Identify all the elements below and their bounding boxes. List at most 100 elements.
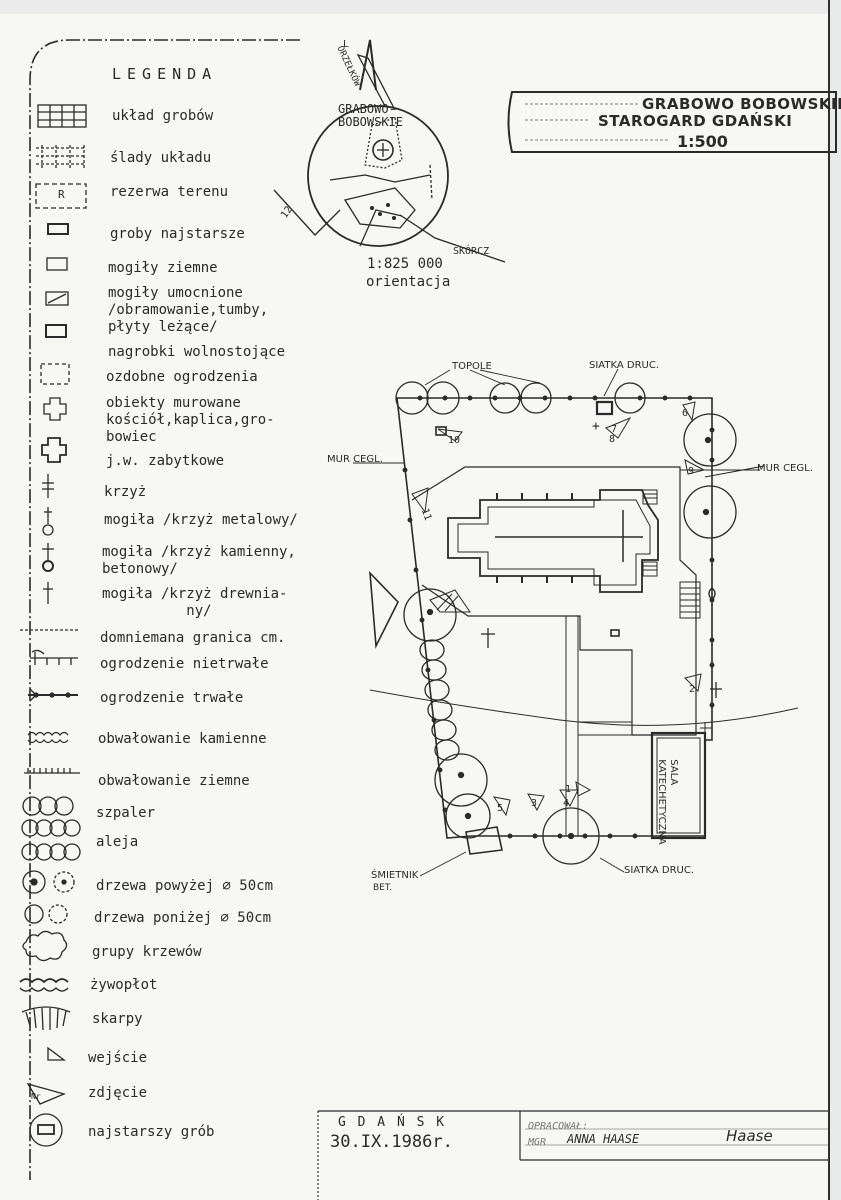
cross-right-wall — [710, 682, 722, 698]
metal-cross-icon — [42, 507, 54, 536]
label-leaders — [353, 368, 625, 877]
legend-label-alley: aleja — [96, 834, 139, 850]
trees-above-icon — [22, 870, 75, 894]
legend-label-cross: krzyż — [104, 484, 147, 500]
inset-road-north-letter: L — [343, 39, 350, 50]
land-reserve-icon — [35, 183, 87, 209]
legend-label-earth-graves: mogiły ziemne — [108, 260, 218, 276]
stone-cross-icon — [42, 543, 54, 572]
label-wire-fence-bottom: SIATKA DRUC. — [624, 865, 694, 876]
label-trash-material: BET. — [373, 883, 393, 893]
inset-caption: orientacja — [366, 274, 451, 290]
footer-author-prefix: MGR — [528, 1137, 547, 1148]
label-brick-wall-right: MUR CEGL. — [757, 463, 813, 474]
grave-10 — [435, 426, 447, 436]
legend-label-photo: zdjęcie — [88, 1085, 148, 1101]
inset-scale: 1:825 000 — [367, 256, 443, 272]
fence-posts — [402, 395, 715, 839]
scan-top-edge — [0, 0, 841, 14]
slope-hatch — [429, 589, 471, 613]
presumed-boundary-line — [369, 689, 799, 726]
legend-label-entrance: wejście — [88, 1050, 148, 1066]
footer-prepared-label: OPRACOWAŁ: — [528, 1121, 589, 1132]
brick-wall — [411, 466, 697, 736]
entrance-marker — [369, 570, 399, 649]
tree-row-icon — [22, 796, 74, 816]
church-buttresses — [496, 493, 573, 583]
photo-symbol-label: Nr — [31, 1092, 41, 1101]
legend-label-stone-embankment: obwałowanie kamienne — [98, 731, 267, 747]
legend-label-trees-below: drzewa poniżej ⌀ 50cm — [94, 910, 272, 926]
title-stamp — [507, 91, 837, 153]
legend-label-presumed-boundary: domniemana granica cm. — [100, 630, 286, 646]
legend-label-freestanding-tombstones: nagrobki wolnostojące — [108, 344, 286, 360]
legend-title: LEGENDA — [112, 65, 218, 83]
side-stairs — [679, 581, 701, 619]
cemetery-boundary — [396, 397, 713, 839]
legend-label-reinforced-graves: mogiły umocnione /obramowanie,tumby, pły… — [108, 285, 269, 335]
cross-mid-yard — [481, 628, 495, 648]
trees-below-icon — [24, 904, 68, 924]
shrub-groups-icon — [22, 930, 68, 962]
alley-icon — [21, 819, 81, 861]
orientation-inset — [273, 39, 506, 263]
photo-number-2: 2 — [689, 684, 696, 695]
label-poplars: TOPOLE — [452, 361, 492, 372]
sheet-frame — [29, 39, 300, 1180]
photo-number-7: 7 — [611, 424, 618, 435]
wooden-cross-icon — [43, 582, 53, 604]
grave-mid — [610, 629, 620, 637]
hedge-icon — [19, 978, 69, 992]
road-to-skorcz — [399, 214, 506, 263]
stone-embankment-icon — [27, 731, 69, 744]
oldest-graves-icon — [47, 223, 69, 235]
legend-label-grave-stone-cross: mogiła /krzyż kamienny, betonowy/ — [102, 544, 296, 577]
shrub-alley — [419, 639, 460, 761]
photo-markers — [411, 401, 706, 817]
entrance-icon — [47, 1046, 66, 1061]
footer-block — [317, 1110, 828, 1200]
photo-icon: Nr — [26, 1082, 66, 1105]
legend-label-hedge: żywopłot — [90, 977, 158, 993]
historic-objects-icon — [41, 437, 67, 463]
catechetical-hall — [650, 731, 707, 840]
layout-traces-icon — [36, 145, 86, 168]
earth-embankment-icon — [24, 768, 80, 774]
oldest-grave-icon — [29, 1113, 63, 1147]
cemetery-plan — [353, 368, 799, 877]
masonry-objects-icon — [43, 397, 67, 421]
footer-city: G D A Ń S K — [338, 1115, 447, 1130]
photo-number-9: 9 — [688, 466, 695, 477]
poplar-trees — [395, 381, 646, 415]
stamp-county: STAROGARD GDAŃSKI — [598, 112, 793, 130]
inset-road-south: SKÓRCZ — [453, 246, 490, 257]
stamp-scale: 1:500 — [677, 132, 728, 151]
inset-cemetery — [372, 139, 394, 161]
stamp-place: GRABOWO BOBOWSKIE — [642, 95, 841, 113]
label-wire-fence-top: SIATKA DRUC. — [589, 360, 659, 371]
label-brick-wall-left: MUR CEGL. — [327, 454, 383, 465]
cross-icon — [42, 474, 54, 498]
permanent-fence-icon — [28, 688, 78, 702]
photo-number-5: 5 — [497, 803, 504, 814]
footer-signature: Haase — [726, 1127, 773, 1145]
earth-graves-icon — [46, 257, 68, 271]
legend-label-grave-metal-cross: mogiła /krzyż metalowy/ — [104, 512, 298, 528]
legend-label-trees-above: drzewa powyżej ⌀ 50cm — [96, 878, 274, 894]
legend-label-slopes: skarpy — [92, 1011, 143, 1027]
footer-author: ANNA HAASE — [567, 1132, 640, 1146]
reinforced-graves-icon — [45, 291, 69, 306]
temporary-fence-icon — [30, 649, 78, 665]
road-12 — [273, 189, 341, 236]
church-stairs — [642, 489, 658, 577]
footpath — [565, 616, 632, 836]
photo-number-8: 8 — [609, 434, 616, 445]
legend-label-ornamental-fences: ozdobne ogrodzenia — [106, 369, 258, 385]
legend-label-historic: j.w. zabytkowe — [106, 453, 225, 469]
footer-date: 30.IX.1986r. — [330, 1132, 453, 1152]
slopes-icon — [21, 1006, 71, 1031]
legend-label-grave-wooden-cross: mogiła /krzyż drewnia- ny/ — [102, 586, 288, 619]
photo-number-3: 3 — [531, 798, 538, 809]
